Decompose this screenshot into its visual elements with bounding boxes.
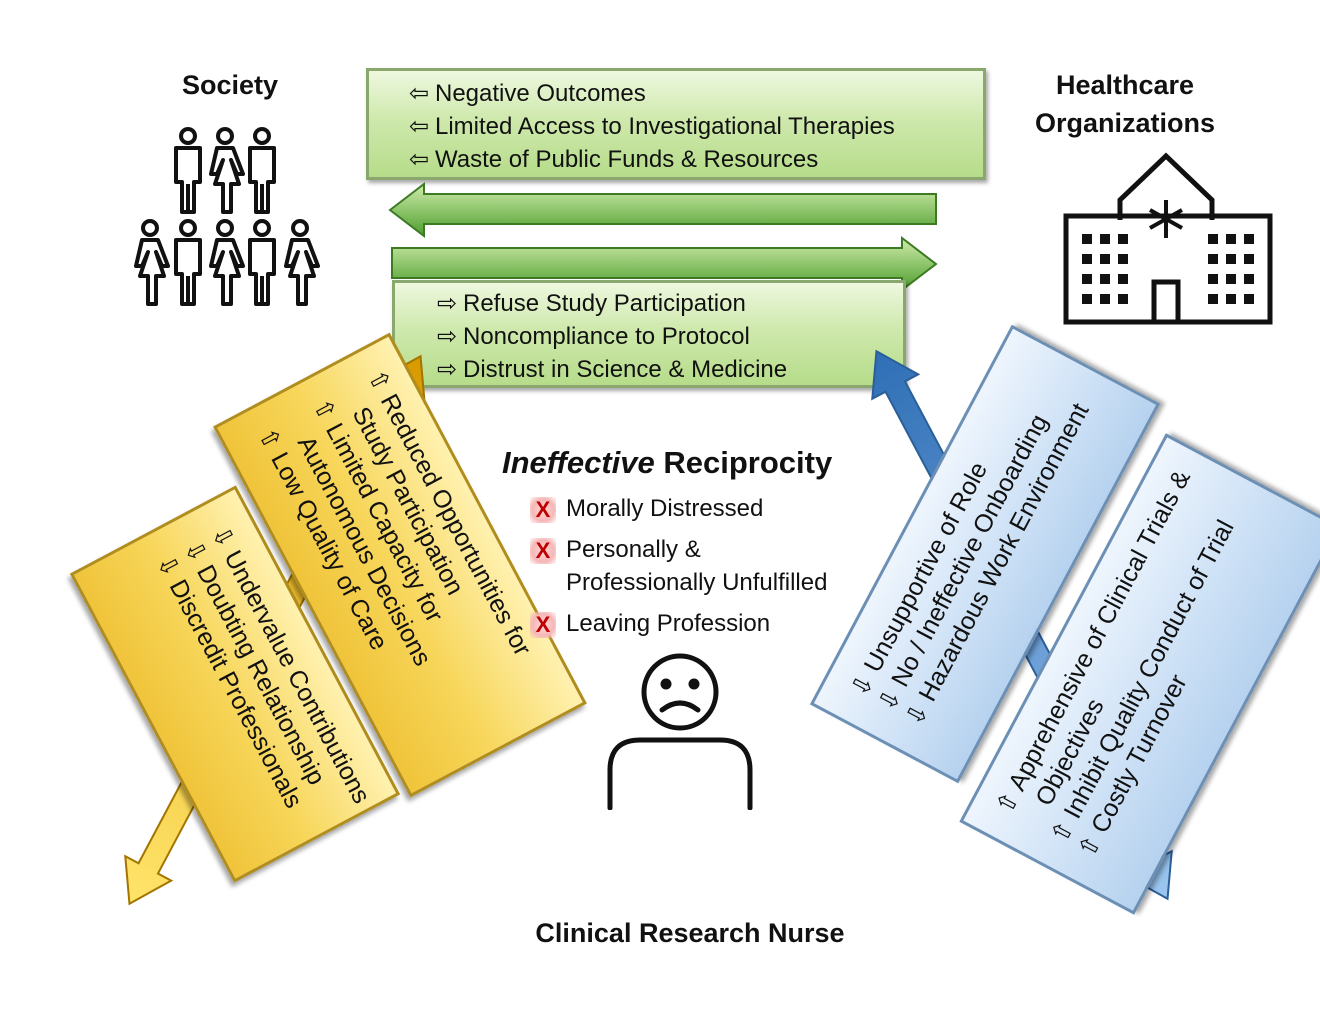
right-arrow-icon: ⇨ [437, 323, 458, 350]
center-item: X Leaving Profession [530, 607, 827, 640]
center-item-text: Leaving Profession [566, 610, 771, 637]
center-title: Ineffective Reciprocity [502, 445, 832, 481]
center-item: X Morally Distressed [530, 492, 827, 525]
bottom-outcomes-text: Noncompliance to Protocol [463, 323, 750, 350]
bottom-outcomes-item: ⇨Noncompliance to Protocol [437, 320, 903, 353]
center-item: X Personally & [530, 533, 827, 566]
hospital-window [1118, 234, 1128, 244]
nurse-person-icon [607, 653, 753, 810]
left-arrow-icon: ⇦ [409, 113, 430, 140]
healthcare-label: Healthcare Organizations [1010, 66, 1240, 142]
hospital-window [1100, 234, 1110, 244]
bottom-outcomes-box: ⇨Refuse Study Participation ⇨Noncomplian… [392, 280, 906, 388]
top-outcomes-box: ⇦Negative Outcomes ⇦Limited Access to In… [366, 68, 986, 180]
hospital-window [1082, 294, 1092, 304]
hospital-window [1208, 294, 1218, 304]
top-outcomes-item: ⇦Negative Outcomes [409, 77, 983, 110]
nurse-label: Clinical Research Nurse [535, 918, 845, 948]
hospital-window [1244, 234, 1254, 244]
right-arrow-icon: ⇨ [437, 356, 458, 383]
bottom-outcomes-text: Refuse Study Participation [463, 290, 746, 317]
hospital-window [1226, 274, 1236, 284]
hospital-window [1208, 234, 1218, 244]
center-item-text: Morally Distressed [566, 495, 764, 522]
x-mark-icon: X [530, 496, 556, 523]
center-item-text: Personally & [566, 536, 701, 563]
hospital-window [1118, 254, 1128, 264]
left-arrow-icon: ⇦ [409, 80, 430, 107]
hospital-window [1244, 254, 1254, 264]
hospital-window [1244, 294, 1254, 304]
healthcare-label-line1: Healthcare [1055, 70, 1195, 100]
left-green-arrow [388, 181, 938, 293]
hospital-window [1082, 254, 1092, 264]
left-arrow-icon: ⇦ [409, 146, 430, 173]
top-outcomes-item: ⇦Waste of Public Funds & Resources [409, 143, 983, 176]
sad-face-icon [641, 653, 719, 731]
hospital-window [1226, 234, 1236, 244]
center-item-text: Professionally Unfulfilled [566, 569, 828, 596]
bottom-outcomes-text: Distrust in Science & Medicine [463, 356, 788, 383]
hospital-window [1100, 274, 1110, 284]
top-outcomes-text: Limited Access to Investigational Therap… [435, 113, 895, 140]
right-arrow-icon: ⇨ [437, 290, 458, 317]
hospital-window [1244, 274, 1254, 284]
society-label: Society [181, 70, 279, 100]
hospital-window [1118, 274, 1128, 284]
x-mark-icon: X [530, 611, 556, 638]
hospital-window [1082, 274, 1092, 284]
x-mark-icon: X [530, 537, 556, 564]
hospital-window [1100, 254, 1110, 264]
center-title-italic: Ineffective [502, 445, 655, 480]
top-outcomes-item: ⇦Limited Access to Investigational Thera… [409, 110, 983, 143]
healthcare-label-line2: Organizations [1034, 108, 1216, 138]
top-outcomes-text: Negative Outcomes [435, 80, 646, 107]
center-title-rest: Reciprocity [654, 445, 833, 480]
top-outcomes-text: Waste of Public Funds & Resources [435, 146, 819, 173]
bottom-outcomes-item: ⇨Distrust in Science & Medicine [437, 353, 903, 386]
hospital-window [1208, 274, 1218, 284]
hospital-icon [1063, 152, 1273, 325]
bottom-outcomes-item: ⇨Refuse Study Participation [437, 287, 903, 320]
hospital-window [1226, 254, 1236, 264]
hospital-window [1100, 294, 1110, 304]
hospital-window [1226, 294, 1236, 304]
hospital-window [1118, 294, 1128, 304]
center-item-continued: Professionally Unfulfilled [530, 566, 827, 599]
hospital-window [1208, 254, 1218, 264]
center-list: X Morally Distressed X Personally & Profes… [530, 492, 827, 640]
hospital-window [1082, 234, 1092, 244]
